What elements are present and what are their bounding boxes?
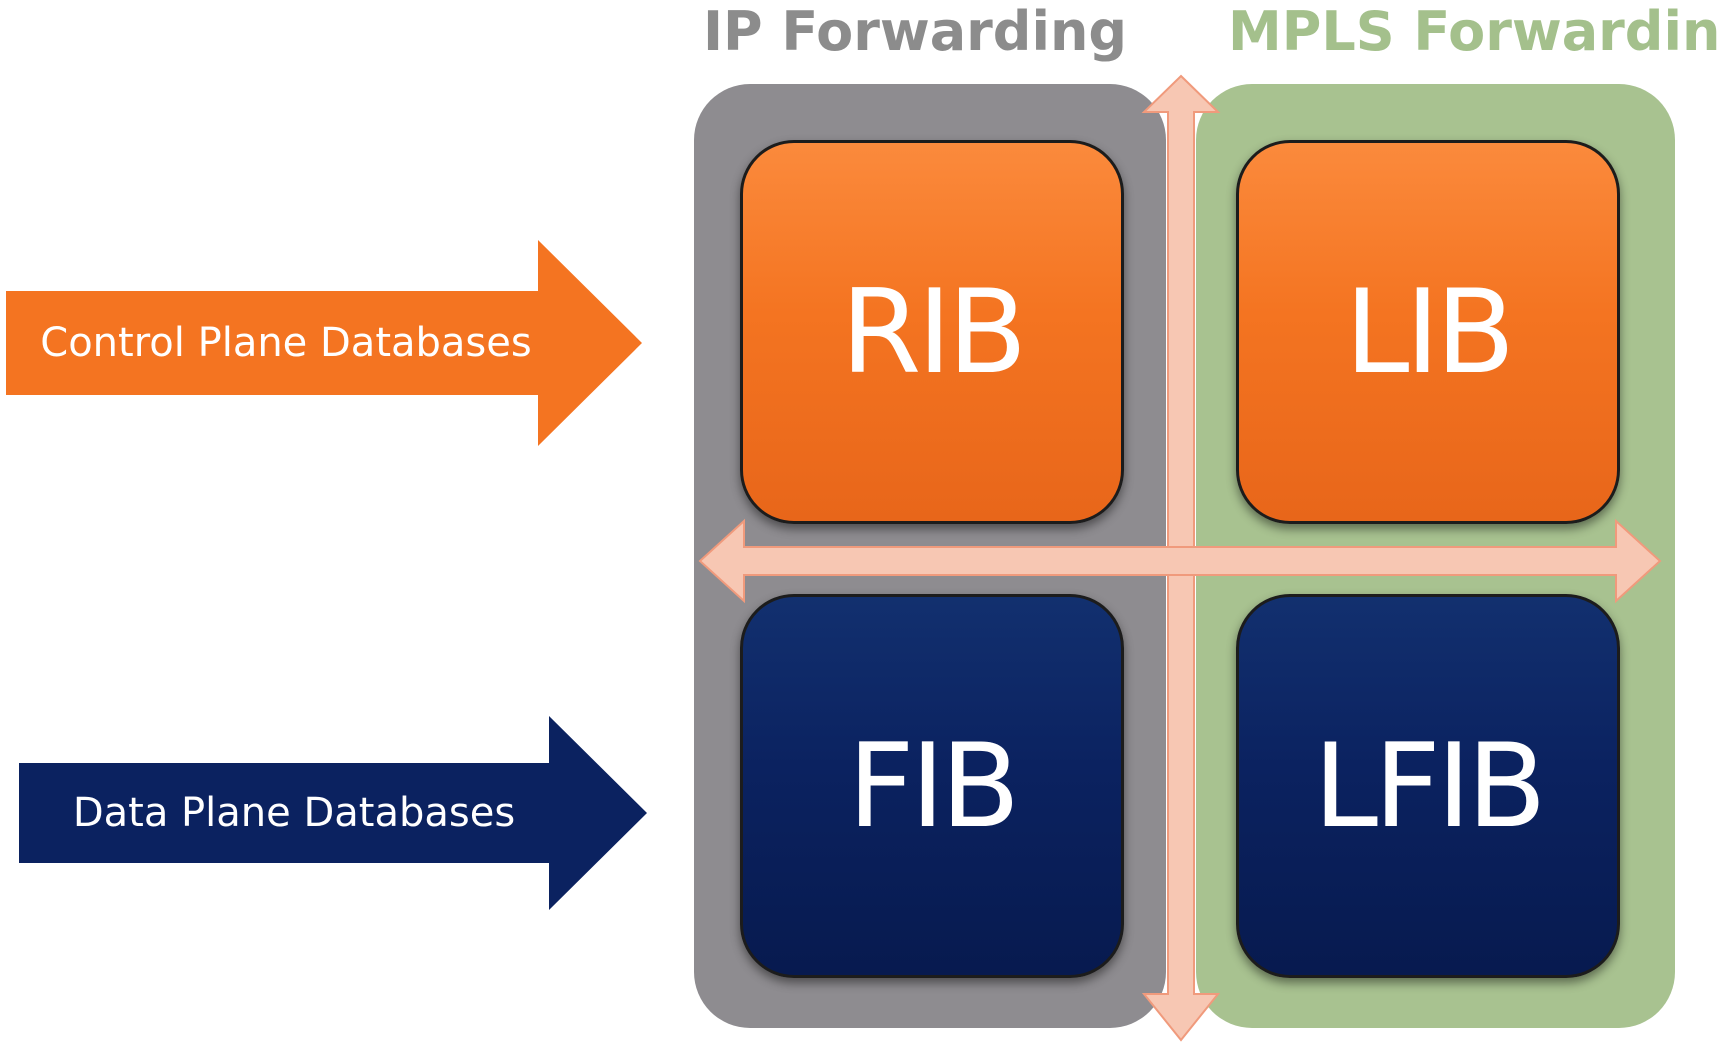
rib-box: RIB [740, 140, 1124, 524]
lfib-label: LFIB [1313, 718, 1546, 854]
right-arrow-icon [6, 240, 642, 446]
mpls-forwarding-title: MPLS Forwarding [1228, 0, 1717, 63]
ip-forwarding-title: IP Forwarding [702, 0, 1128, 63]
rib-label: RIB [840, 264, 1027, 400]
fib-box: FIB [740, 594, 1124, 978]
lib-box: LIB [1236, 140, 1620, 524]
right-arrow-icon [19, 716, 647, 910]
fib-label: FIB [847, 718, 1021, 854]
lib-label: LIB [1344, 264, 1515, 400]
control-plane-arrow: Control Plane Databases [6, 240, 642, 446]
data-plane-arrow: Data Plane Databases [19, 716, 647, 910]
data-plane-label: Data Plane Databases [72, 790, 516, 836]
lfib-box: LFIB [1236, 594, 1620, 978]
control-plane-label: Control Plane Databases [40, 320, 532, 366]
